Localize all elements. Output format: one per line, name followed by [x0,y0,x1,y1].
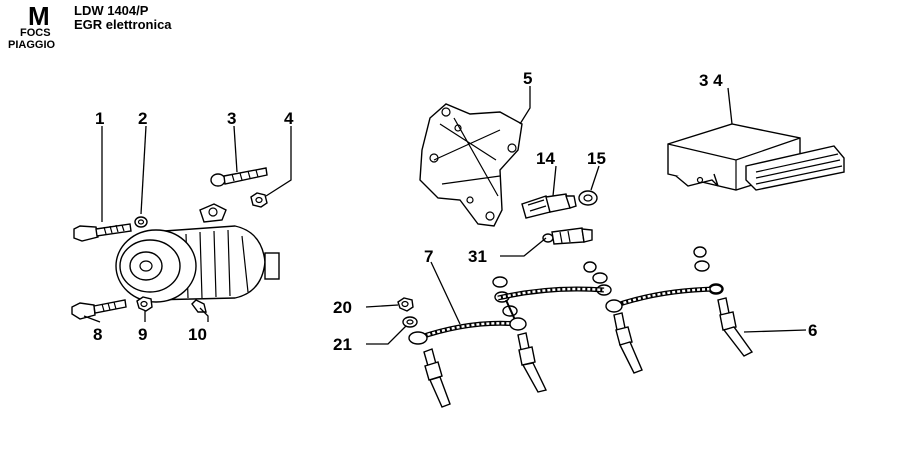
glow-plug-1 [423,348,451,408]
section-letter: M [28,1,50,31]
callout-4: 4 [284,109,294,128]
ecu-34 [667,123,845,191]
washer-15 [578,190,598,206]
callout-14: 14 [536,149,555,168]
nut-4 [250,192,268,208]
leader-lines [83,86,807,345]
washer-21 [402,316,418,328]
callout-31: 31 [468,247,487,266]
callout-20: 20 [333,298,352,317]
sensor-14 [521,193,577,219]
bolt-1 [73,223,132,242]
callout-21: 21 [333,335,352,354]
nut-20 [397,297,414,312]
callout-1: 1 [95,109,104,128]
bolt-8 [71,299,127,320]
callout-10: 10 [188,325,207,344]
brand-line-1: FOCS [20,27,51,39]
engine-code: LDW 1404/P [74,3,149,18]
callout-6: 6 [808,321,817,340]
glow-plug-3 [613,312,643,374]
glow-plug-2 [517,332,548,393]
alternator [115,203,280,313]
nut-9 [136,296,153,312]
screw-3 [210,167,268,187]
washer-2 [134,216,148,228]
bracket-5 [419,103,523,227]
callout-15: 15 [587,149,606,168]
section-description: EGR elettronica [74,17,172,32]
callout-2: 2 [138,109,147,128]
callout-34: 3 4 [699,71,723,90]
callout-9: 9 [138,325,147,344]
brand-line-2: PIAGGIO [8,39,56,51]
callout-7: 7 [424,247,433,266]
sensor-31 [542,227,593,245]
wiring-harness-7 [408,284,723,345]
callout-3: 3 [227,109,236,128]
callout-5: 5 [523,69,532,88]
glow-plug-4 [717,297,754,357]
callout-8: 8 [93,325,102,344]
